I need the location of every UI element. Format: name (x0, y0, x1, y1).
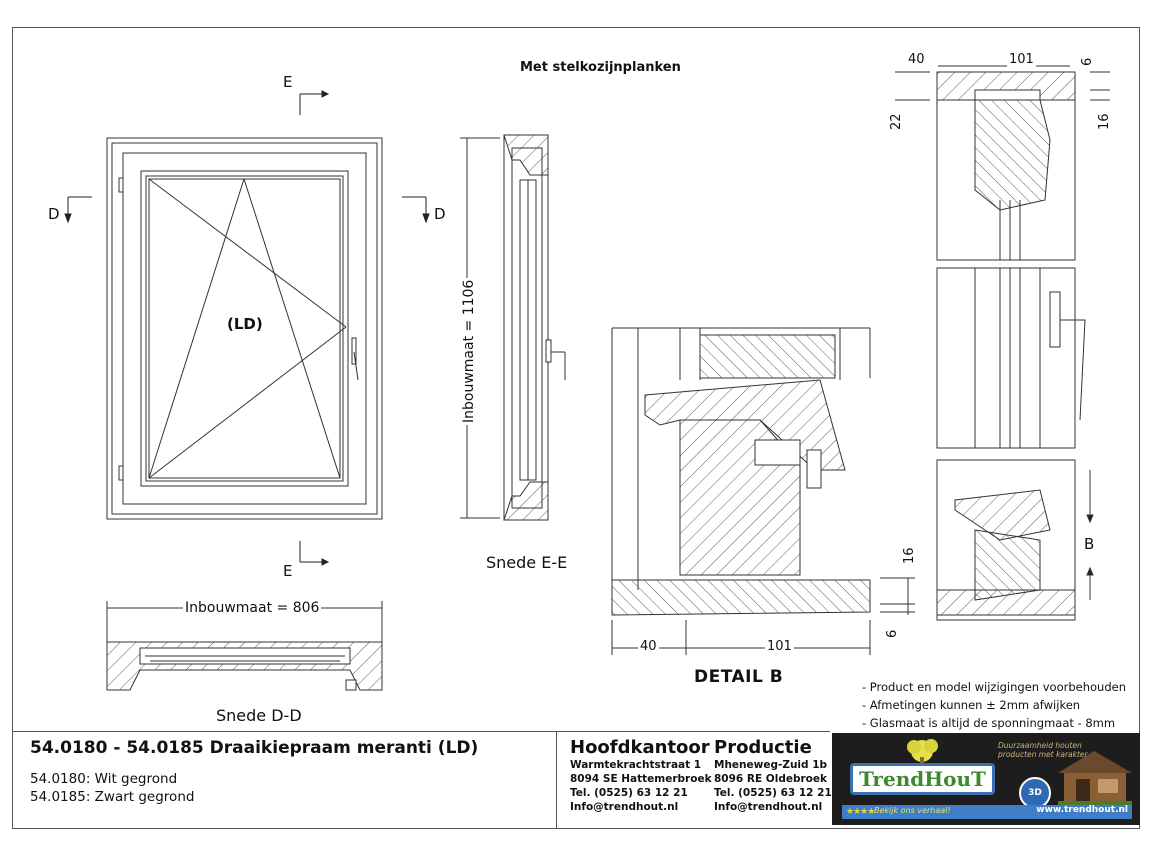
section-e-label-top: E (283, 73, 293, 91)
section-dd-caption: Snede D-D (216, 706, 302, 725)
section-markers (64, 90, 430, 566)
section-e-label-bottom: E (283, 562, 293, 580)
hoofdkantoor-street: Warmtekrachtstraat 1 (570, 759, 702, 771)
right-dim-101: 101 (1007, 52, 1036, 67)
brand-slogan: Bekijk ons verhaal! (874, 806, 951, 815)
detail-b-dim-16: 16 (902, 545, 917, 566)
hoofdkantoor-email[interactable]: Info@trendhout.nl (570, 801, 679, 813)
right-dim-22: 22 (889, 111, 904, 132)
detail-b-dim-101: 101 (765, 639, 794, 654)
section-ee-dimension: Inbouwmaat = 1106 (461, 277, 477, 425)
product-title: 54.0180 - 54.0185 Draaikiepraam meranti … (30, 738, 479, 758)
product-variants: 54.0180: Wit gegrond 54.0185: Zwart gegr… (30, 770, 194, 806)
detail-b-dim-40: 40 (638, 639, 659, 654)
drawing-sheet (12, 27, 1140, 829)
right-dim-6: 6 (1080, 55, 1095, 68)
section-ee-caption: Snede E-E (486, 553, 568, 572)
section-d-label-right: D (434, 205, 446, 223)
section-dd-dimension: Inbouwmaat = 806 (183, 600, 322, 616)
productie-block: Productie Mheneweg-Zuid 1b 8096 RE Oldeb… (714, 737, 832, 814)
trendhout-logo-banner[interactable]: TrendHouT Duurzaamheid houten producten … (832, 733, 1140, 825)
3d-badge-icon: 3D (1019, 777, 1051, 809)
brand-name: TrendHouT (850, 763, 995, 795)
section-dd-drawing (106, 601, 383, 691)
brand-tagline: Duurzaamheid houten producten met karakt… (998, 741, 1088, 759)
productie-street: Mheneweg-Zuid 1b (714, 759, 828, 771)
detail-b-title: DETAIL B (694, 667, 784, 687)
footer-divider (12, 731, 830, 732)
tree-icon (907, 739, 1132, 805)
productie-email[interactable]: Info@trendhout.nl (714, 801, 823, 813)
right-section-drawing (895, 65, 1110, 621)
productie-city: 8096 RE Oldebroek (714, 773, 827, 785)
hoofdkantoor-city: 8094 SE Hattemerbroek (570, 773, 712, 785)
website-link[interactable]: www.trendhout.nl (1036, 805, 1128, 815)
productie-phone: Tel. (0525) 63 12 21 (714, 787, 832, 799)
detail-b-marker: B (1084, 535, 1095, 553)
hoofdkantoor-heading: Hoofdkantoor (570, 737, 710, 758)
sash-opening-label: (LD) (227, 315, 263, 333)
note-item: - Product en model wijzigingen voorbehou… (862, 680, 1126, 694)
drawing-title: Met stelkozijnplanken (520, 60, 681, 75)
notes-list: - Product en model wijzigingen voorbehou… (862, 678, 1126, 732)
right-dim-40: 40 (906, 52, 927, 67)
note-item: - Afmetingen kunnen ± 2mm afwijken (862, 698, 1081, 712)
section-d-label-left: D (48, 205, 60, 223)
window-front-view (106, 137, 383, 520)
hoofdkantoor-phone: Tel. (0525) 63 12 21 (570, 787, 688, 799)
footer-column-divider (556, 731, 557, 829)
section-ee-drawing (460, 134, 566, 521)
logo-footer-bar (842, 805, 1132, 819)
productie-heading: Productie (714, 737, 812, 758)
hoofdkantoor-block: Hoofdkantoor Warmtekrachtstraat 1 8094 S… (570, 737, 712, 814)
variant-white: 54.0180: Wit gegrond (30, 771, 178, 787)
right-dim-16: 16 (1097, 111, 1112, 132)
detail-b-dim-6: 6 (885, 627, 900, 640)
note-item: - Glasmaat is altijd de sponningmaat - 8… (862, 716, 1116, 730)
rating-stars-icon: ★★★★ (846, 807, 875, 817)
detail-b-drawing (611, 327, 915, 655)
variant-black: 54.0185: Zwart gegrond (30, 789, 195, 805)
